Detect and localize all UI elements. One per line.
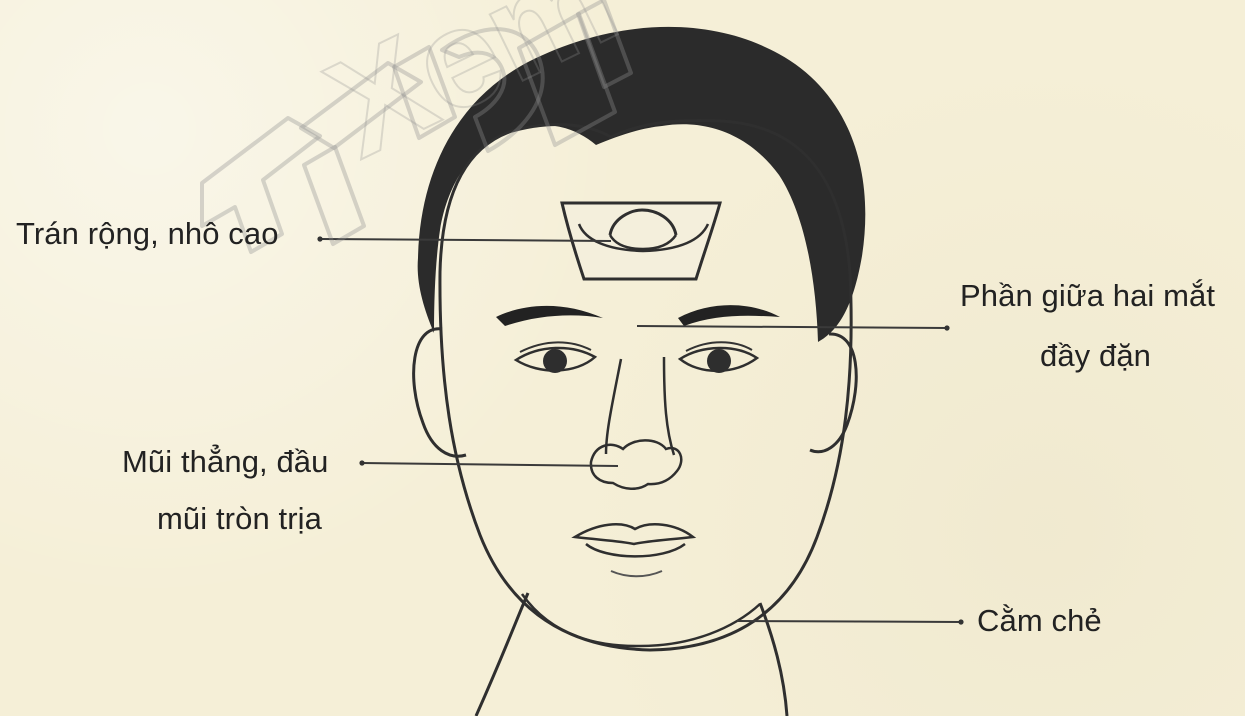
left-eye-pupil bbox=[543, 349, 567, 373]
between-eyes-label-line-2: đầy đặn bbox=[1040, 337, 1151, 374]
forehead-label: Trán rộng, nhô cao bbox=[16, 215, 279, 252]
face-outline bbox=[440, 120, 851, 650]
neck-right bbox=[760, 603, 787, 716]
nose-label-line-2: mũi tròn trịa bbox=[157, 500, 322, 537]
upper-lip bbox=[575, 524, 693, 544]
left-eyebrow bbox=[496, 306, 603, 326]
right-eye-pupil bbox=[707, 349, 731, 373]
nose-bridge-right bbox=[664, 357, 674, 455]
callout-lines bbox=[320, 239, 961, 622]
callout-dots bbox=[317, 236, 963, 624]
lower-lip bbox=[586, 544, 685, 556]
left-ear bbox=[414, 329, 466, 456]
neck-left bbox=[476, 593, 528, 716]
right-eyebrow bbox=[678, 305, 780, 326]
chin-label: Cằm chẻ bbox=[977, 602, 1102, 639]
nose-bridge-left bbox=[606, 359, 621, 454]
nose-label-line-1: Mũi thẳng, đầu bbox=[122, 443, 329, 480]
hair bbox=[418, 27, 866, 342]
between-eyes-label-line-1: Phần giữa hai mắt bbox=[960, 277, 1215, 314]
nose-tip bbox=[591, 440, 681, 488]
